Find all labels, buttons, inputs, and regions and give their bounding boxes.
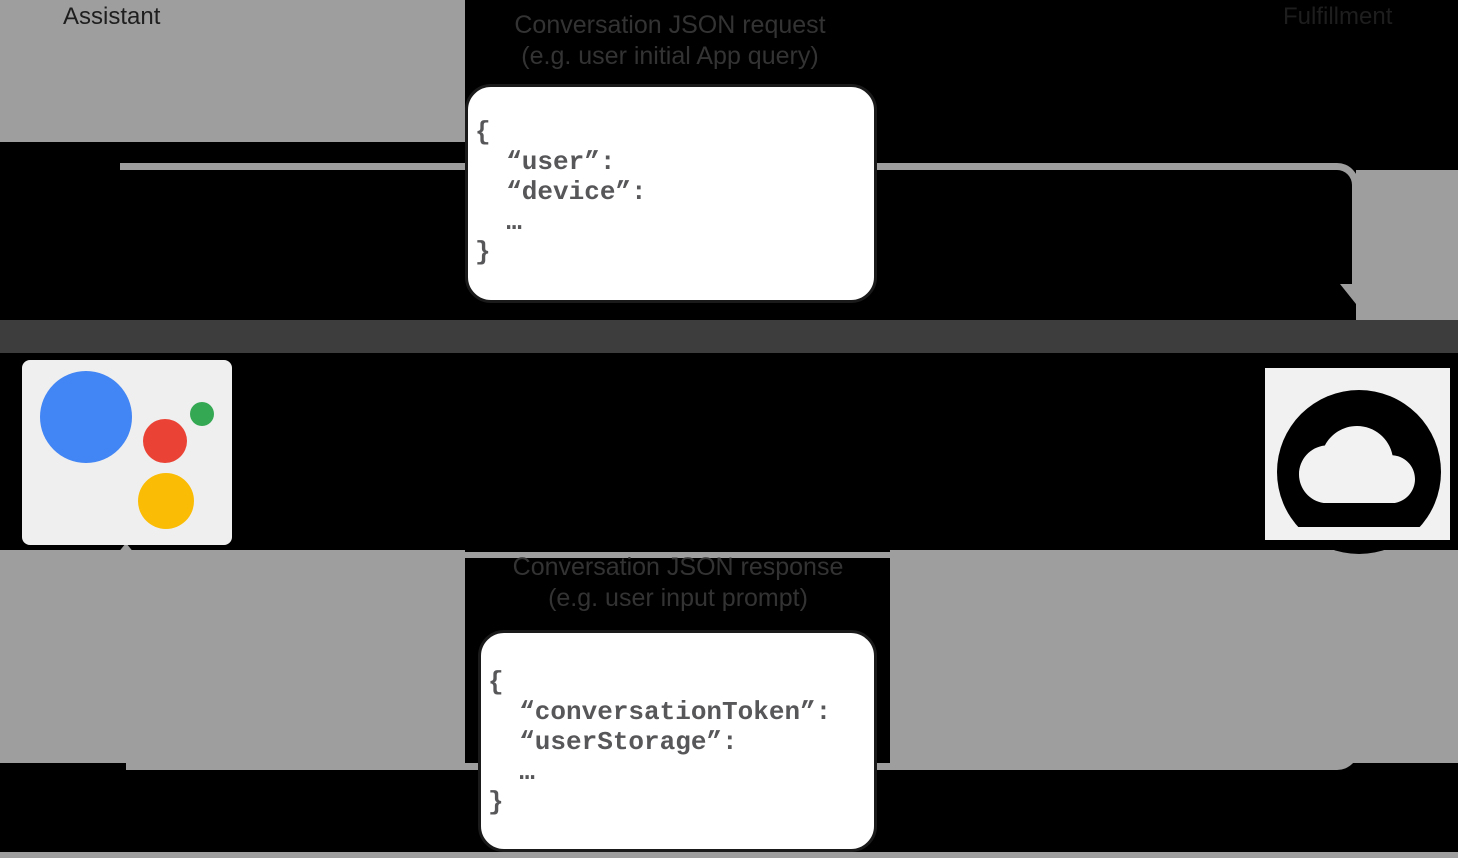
code-line: “device”:	[475, 177, 647, 207]
request-arrowhead-icon	[1340, 284, 1372, 304]
assistant-blue-dot	[40, 371, 132, 463]
code-line: {	[488, 667, 504, 697]
fulfillment-cloud-icon	[1265, 368, 1450, 554]
code-line: }	[488, 787, 504, 817]
response-title-line2: (e.g. user input prompt)	[548, 584, 808, 612]
assistant-green-dot	[190, 402, 214, 426]
code-line: …	[488, 757, 535, 787]
response-json-box: { “conversationToken”: “userStorage”: … …	[478, 630, 877, 852]
response-flow-title: Conversation JSON response (e.g. user in…	[448, 552, 908, 614]
gray-band-top-left	[0, 0, 465, 142]
gray-strip-bottom	[0, 852, 1458, 858]
code-line: }	[475, 237, 491, 267]
code-line: “user”:	[475, 147, 616, 177]
request-title-line2: (e.g. user initial App query)	[521, 42, 819, 70]
response-title-line1: Conversation JSON response	[512, 553, 844, 581]
response-arrowhead-icon	[113, 543, 139, 559]
assistant-red-dot	[143, 419, 187, 463]
gray-band-bottom-left	[0, 550, 465, 763]
gray-strip-middle	[465, 552, 890, 558]
cloud-badge-flat-bottom	[1265, 527, 1450, 540]
fulfillment-label: Fulfillment	[1283, 3, 1393, 30]
assistant-label: Assistant	[63, 3, 161, 30]
request-json-box: { “user”: “device”: … }	[465, 84, 877, 303]
google-assistant-logo-icon	[22, 360, 232, 545]
assistant-yellow-dot	[138, 473, 194, 529]
gray-band-top-right	[1356, 170, 1458, 320]
actor-label-band	[0, 320, 1458, 353]
code-line: “conversationToken”:	[488, 697, 832, 727]
code-line: “userStorage”:	[488, 727, 738, 757]
request-flow-title: Conversation JSON request (e.g. user ini…	[435, 10, 905, 72]
request-title-line1: Conversation JSON request	[514, 11, 826, 39]
cloud-icon	[1299, 426, 1415, 504]
code-line: {	[475, 117, 491, 147]
code-line: …	[475, 207, 522, 237]
gray-band-bottom-right	[890, 550, 1458, 763]
